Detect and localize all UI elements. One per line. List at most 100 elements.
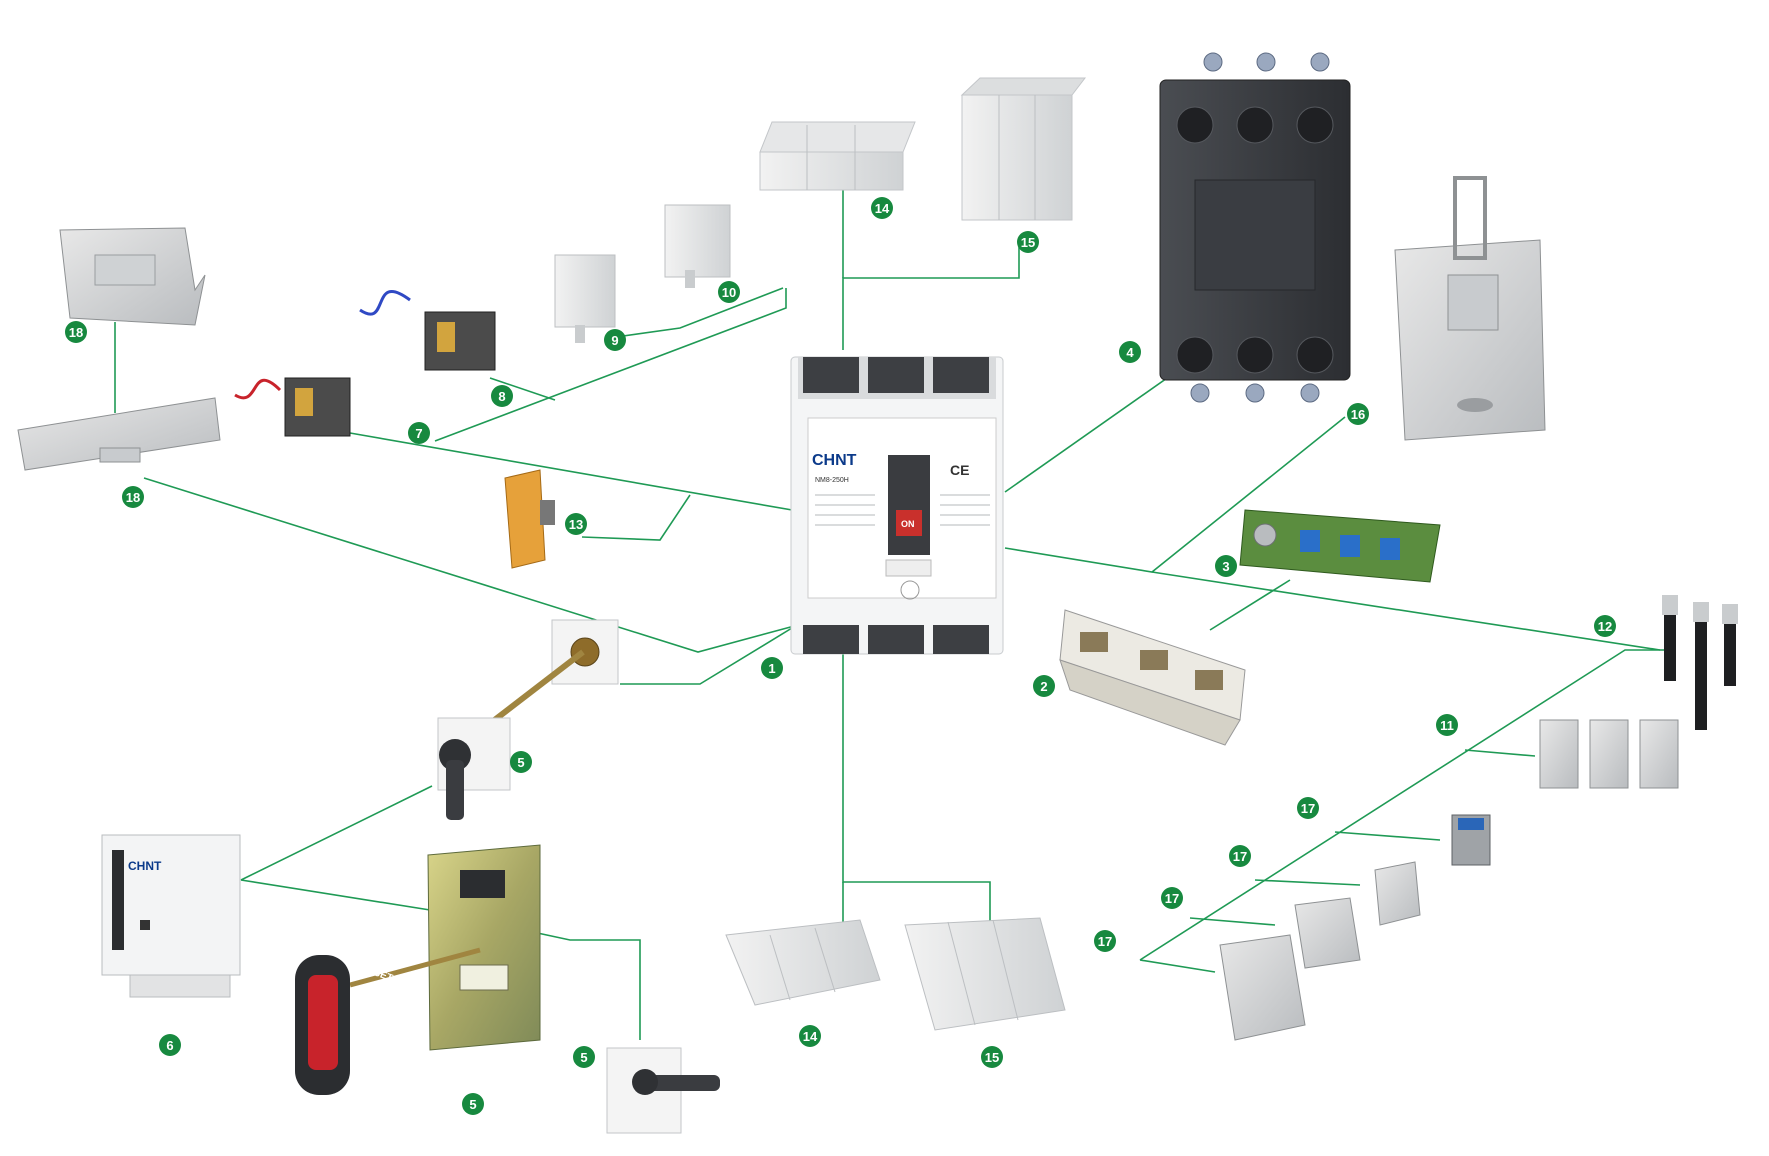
svg-text:5: 5 bbox=[580, 1050, 587, 1065]
terminal-cover-short-top bbox=[759, 121, 916, 191]
operator-brand: CHNT bbox=[128, 859, 162, 873]
terminal-cover-long-top bbox=[960, 77, 1087, 221]
shunt-release bbox=[234, 377, 351, 437]
callout-8: 8 bbox=[491, 385, 513, 407]
callout-5c: 5 bbox=[462, 1093, 484, 1115]
breaker-brand: CHNT bbox=[812, 452, 857, 469]
line-bottom-14-15 bbox=[842, 650, 991, 922]
breaker-on-label: ON bbox=[901, 519, 915, 529]
callout-17b: 17 bbox=[1229, 845, 1251, 867]
callout-3: 3 bbox=[1215, 555, 1237, 577]
callout-14-top: 14 bbox=[871, 197, 893, 219]
line-17d bbox=[1139, 959, 1216, 973]
callout-16: 16 bbox=[1347, 403, 1369, 425]
plug-in-base bbox=[1159, 52, 1351, 403]
callout-4: 4 bbox=[1119, 341, 1141, 363]
line-6-to-5 bbox=[240, 785, 433, 881]
line-14-15-top bbox=[842, 245, 1020, 350]
extension-bars bbox=[1662, 595, 1738, 730]
ce-mark: CE bbox=[950, 462, 969, 478]
line-2-3 bbox=[1209, 579, 1291, 631]
svg-text:17: 17 bbox=[1165, 891, 1179, 906]
line-7-to-9-10 bbox=[434, 288, 787, 442]
callout-9: 9 bbox=[604, 329, 626, 351]
line-17a bbox=[1334, 831, 1441, 841]
cable-lugs bbox=[1219, 814, 1491, 1041]
motor-operator: CHNT bbox=[101, 834, 241, 998]
door-mounted-handle-frame bbox=[349, 844, 541, 1051]
auxiliary-contact bbox=[554, 254, 616, 343]
svg-text:15: 15 bbox=[985, 1050, 999, 1065]
svg-text:7: 7 bbox=[415, 426, 422, 441]
svg-text:15: 15 bbox=[1021, 235, 1035, 250]
terminal-cover-short-bottom bbox=[725, 919, 881, 1006]
din-rail-adapter bbox=[1394, 176, 1546, 441]
svg-text:8: 8 bbox=[498, 389, 505, 404]
callout-12: 12 bbox=[1594, 615, 1616, 637]
svg-text:17: 17 bbox=[1098, 934, 1112, 949]
svg-text:1: 1 bbox=[768, 661, 775, 676]
svg-text:12: 12 bbox=[1598, 619, 1612, 634]
line-8 bbox=[489, 377, 556, 401]
line-5-rotary bbox=[620, 627, 793, 685]
svg-text:18: 18 bbox=[69, 325, 83, 340]
callout-7: 7 bbox=[408, 422, 430, 444]
terminal-cover-long-bottom bbox=[904, 917, 1066, 1031]
callout-13: 13 bbox=[565, 513, 587, 535]
small-rotary-handle bbox=[606, 1047, 720, 1134]
line-12 bbox=[1151, 571, 1661, 651]
padlock-device bbox=[504, 469, 555, 569]
line-17c bbox=[1189, 917, 1276, 926]
extended-rotary-handle bbox=[437, 619, 619, 820]
line-17-main bbox=[1139, 649, 1670, 961]
red-rotary-handle: RESET bbox=[295, 955, 394, 1095]
line-13 bbox=[581, 494, 691, 541]
callout-5b: 5 bbox=[573, 1046, 595, 1068]
callout-17a: 17 bbox=[1297, 797, 1319, 819]
breaker-model: NM8-250H bbox=[815, 477, 849, 484]
line-7-to-breaker bbox=[349, 432, 793, 511]
interlock-bracket bbox=[59, 227, 206, 326]
svg-text:10: 10 bbox=[722, 285, 736, 300]
alarm-contact bbox=[664, 204, 731, 288]
svg-text:17: 17 bbox=[1233, 849, 1247, 864]
svg-text:9: 9 bbox=[611, 333, 618, 348]
line-17b bbox=[1254, 879, 1361, 886]
svg-text:14: 14 bbox=[803, 1029, 818, 1044]
svg-text:2: 2 bbox=[1040, 679, 1047, 694]
callout-14-bottom: 14 bbox=[799, 1025, 821, 1047]
callout-5a: 5 bbox=[510, 751, 532, 773]
svg-text:4: 4 bbox=[1126, 345, 1134, 360]
line-9-10 bbox=[615, 287, 784, 338]
molded-case-breaker: CHNT NM8-250H ON CE bbox=[790, 356, 1004, 655]
interlock-plate bbox=[17, 397, 221, 471]
line-4 bbox=[1004, 375, 1171, 493]
svg-text:3: 3 bbox=[1222, 559, 1229, 574]
svg-text:6: 6 bbox=[166, 1038, 173, 1053]
line-11 bbox=[1464, 749, 1536, 757]
svg-text:5: 5 bbox=[517, 755, 524, 770]
svg-text:16: 16 bbox=[1351, 407, 1365, 422]
callout-1: 1 bbox=[761, 657, 783, 679]
callout-2: 2 bbox=[1033, 675, 1055, 697]
svg-text:17: 17 bbox=[1301, 801, 1315, 816]
callout-15-bottom: 15 bbox=[981, 1046, 1003, 1068]
callout-15-top: 15 bbox=[1017, 231, 1039, 253]
line-6-to-frame bbox=[240, 879, 641, 1040]
rear-connection-terminal bbox=[1059, 609, 1246, 746]
callout-18-top: 18 bbox=[65, 321, 87, 343]
svg-text:13: 13 bbox=[569, 517, 583, 532]
callout-11: 11 bbox=[1436, 714, 1458, 736]
svg-text:5: 5 bbox=[469, 1097, 476, 1112]
callout-10: 10 bbox=[718, 281, 740, 303]
callout-17d: 17 bbox=[1094, 930, 1116, 952]
callout-6: 6 bbox=[159, 1034, 181, 1056]
line-18-lower bbox=[143, 477, 799, 653]
svg-text:18: 18 bbox=[126, 490, 140, 505]
connector-lines bbox=[114, 190, 1670, 1040]
svg-text:11: 11 bbox=[1440, 718, 1454, 733]
callout-17c: 17 bbox=[1161, 887, 1183, 909]
